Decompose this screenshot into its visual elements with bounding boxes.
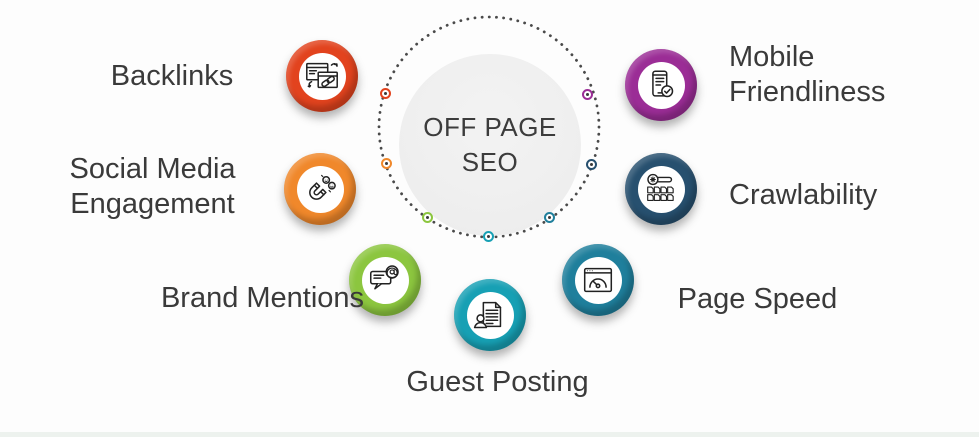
badge-crawlability [625,153,697,225]
orbit-marker-social [381,158,392,169]
orbit-marker-crawl [586,159,597,170]
orbit-marker-mobile [582,89,593,100]
speedometer-icon [583,267,613,293]
badge-inner [361,256,409,304]
badge-social-media [284,153,356,225]
badge-page-speed [562,244,634,316]
label-brand-mentions: Brand Mentions [160,282,365,314]
badge-mobile-friendliness [625,49,697,121]
backlinks-icon [306,62,338,89]
badge-brand-mentions [349,244,421,316]
center-title: OFF PAGE SEO [423,111,557,177]
badge-inner [296,165,344,213]
label-mobile-friendliness: Mobile Friendliness [729,41,886,109]
mention-icon [369,265,399,290]
badge-inner [298,52,346,100]
magnet-icon [309,174,336,200]
label-crawlability: Crawlability [729,179,878,211]
orbit-marker-guest [483,231,494,242]
crawler-icon [647,173,674,201]
mobile-check-icon [652,70,674,98]
badge-inner [574,256,622,304]
badge-backlinks [286,40,358,112]
orbit-marker-backlinks [380,88,391,99]
label-backlinks: Backlinks [110,60,234,92]
orbit-marker-brand [422,212,433,223]
label-page-speed: Page Speed [677,283,838,315]
badge-guest-posting [454,279,526,351]
author-doc-icon [473,301,502,329]
label-social-media: Social Media Engagement [69,153,236,221]
badge-inner [637,61,685,109]
footer-divider-bar [0,432,979,437]
orbit-marker-speed [544,212,555,223]
badge-inner [637,165,685,213]
center-circle: OFF PAGE SEO [399,54,581,236]
badge-inner [466,291,514,339]
label-guest-posting: Guest Posting [406,366,589,398]
